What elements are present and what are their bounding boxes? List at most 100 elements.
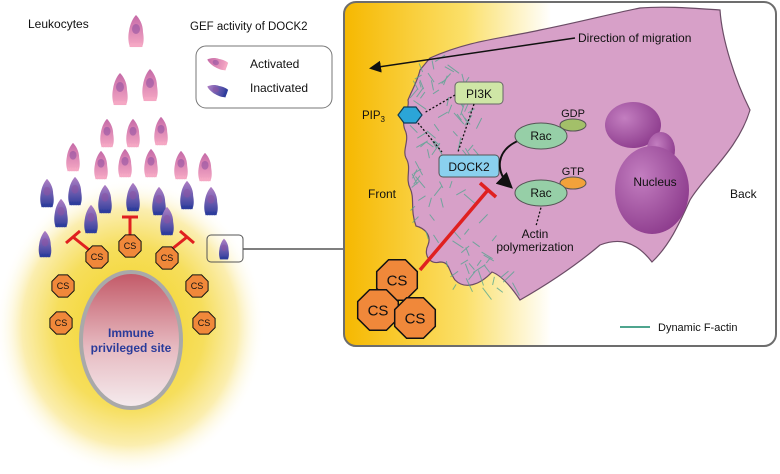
leukocyte-activated [197,152,213,182]
cell-panel: Nucleus Direction of migration PIP3 PI3K… [343,1,777,347]
direction-arrow [369,37,576,73]
cs-label: CS [191,281,204,291]
f-actin-filament [430,80,434,91]
f-actin-filament [429,214,435,221]
pip3-subscript: 3 [381,115,386,124]
f-actin-filament [433,234,440,244]
leukocyte-activated [127,14,145,48]
cs-octagon [49,311,73,335]
f-actin-filament [413,100,427,110]
f-actin-filament [496,287,504,293]
gtp-label: GTP [562,166,585,178]
pip3-hexagon [397,106,423,124]
f-actin-filament [425,230,429,240]
leukocyte-activated [173,150,189,180]
f-actin-filament [437,111,448,119]
f-actin-filament [461,113,467,122]
f-actin-filament [512,282,520,296]
f-actin-filament [413,175,421,185]
direction-label: Direction of migration [578,31,691,45]
f-actin-filament [412,216,419,224]
cs-label: CS [124,241,137,251]
leukocyte-activated [99,118,115,148]
cs-inhibition-bar [478,181,498,199]
f-actin-filament [433,185,443,197]
f-actin-filament [447,104,453,114]
f-actin-filament [476,259,482,266]
f-actin-filament [445,261,448,268]
gef-legend: GEF activity of DOCK2 Activated Inactiva… [190,21,333,109]
f-actin-filament [467,108,475,114]
f-actin-filament [500,270,509,278]
cs-label: CS [198,318,211,328]
leukocyte-inactivated [39,178,55,208]
cs-molecule: CS [85,245,109,269]
f-actin-filament [460,245,470,254]
cs-label: CS [368,302,389,319]
f-actin-filament [441,73,451,85]
cs-octagon [192,311,216,335]
leukocyte-activated [117,148,133,178]
pip3-label: PIP3 [362,110,386,124]
f-actin-filament [483,264,491,273]
f-actin-filament [412,80,419,90]
cs-molecule: CS [192,311,216,335]
f-actin-filament [431,60,435,70]
site-label-line1: Immune [108,326,154,340]
f-actin-filament [447,64,460,74]
f-actin-filament [419,91,426,99]
cs-octagon [185,274,209,298]
pi3k-label: PI3K [466,87,492,101]
f-actin-filament [427,72,435,83]
cs-label: CS [161,253,174,263]
activation-arrow [495,139,521,189]
f-actin-filament [481,251,493,260]
cs-label: CS [55,318,68,328]
f-actin-filament [460,103,465,116]
cs-octagon [51,274,75,298]
f-actin-filament [411,173,418,185]
legend-inactivated-label: Inactivated [250,81,308,95]
f-actin-filament [464,263,470,275]
f-actin-filament [444,66,455,73]
cs-molecule: CS [356,288,400,332]
f-actin-filament [452,284,457,290]
left-panel: Leukocytes [0,14,344,474]
cs-molecule: CS [155,246,179,270]
f-actin-filament [502,271,515,283]
f-actin-filament [483,254,495,262]
rac-gdp-label: Rac [530,129,551,143]
leukocyte-activated [153,116,169,146]
immune-privileged-site [79,270,183,410]
f-actin-filament [472,241,480,248]
f-actin-filament [428,197,432,208]
f-actin-filament [464,228,470,235]
f-actin-filament [465,278,473,293]
f-actin-filament [460,259,469,265]
leukocyte-activated [143,148,159,178]
f-actin-filament [410,205,416,211]
activated-leukocytes [65,14,213,182]
f-actin-filament [475,117,483,129]
actin-label-line1: Actin [522,227,549,241]
f-actin-filament [464,117,471,125]
f-actin-filament [457,137,462,151]
f-actin-filament [449,180,453,189]
rac-gtp-label: Rac [530,186,551,200]
legend-box [195,45,333,109]
f-actin-filament [414,74,422,80]
leukocyte-activated [65,142,81,172]
f-actin-filament [468,262,475,271]
f-actin-filament [418,63,424,73]
f-actin-filament [467,144,474,152]
cs-octagon [356,288,400,332]
f-actin-filament [418,81,422,88]
leukocytes-label: Leukocytes [28,17,89,31]
f-actin-filament [433,140,443,155]
dock2-label: DOCK2 [448,160,490,174]
f-actin-filament [425,141,434,148]
pi3k-box [454,81,504,105]
f-actin-filament [465,247,470,256]
f-actin-filament [439,181,444,189]
